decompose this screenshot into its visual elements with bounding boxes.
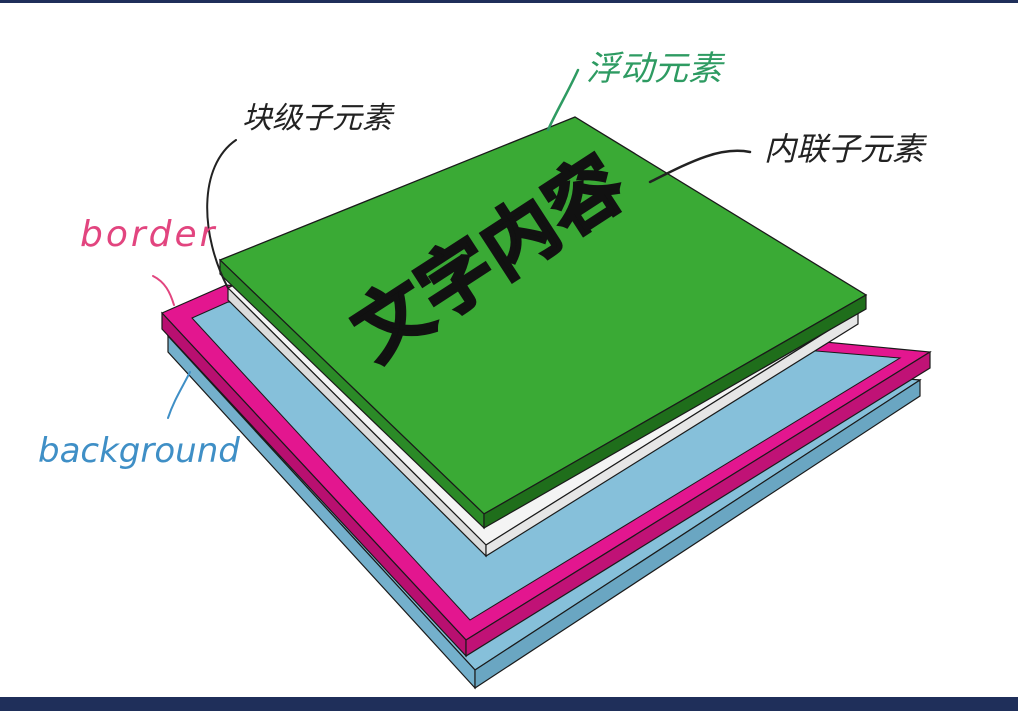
floating-element-label: 浮动元素 (586, 49, 726, 89)
top-border-bar (0, 0, 1018, 3)
block-child-leader-line (206, 139, 237, 289)
bottom-border-bar (0, 697, 1018, 711)
border-leader-line (152, 275, 175, 306)
background-leader-line (167, 371, 191, 419)
inline-child-label: 内联子元素 (764, 130, 928, 168)
leader-lines (152, 68, 752, 419)
floating-leader-line (546, 68, 580, 132)
block-child-label: 块级子元素 (242, 101, 395, 136)
background-label: background (38, 431, 240, 471)
border-label: border (80, 214, 217, 255)
inline-child-leader-line (648, 149, 752, 184)
floating-element-layer (218, 116, 868, 530)
